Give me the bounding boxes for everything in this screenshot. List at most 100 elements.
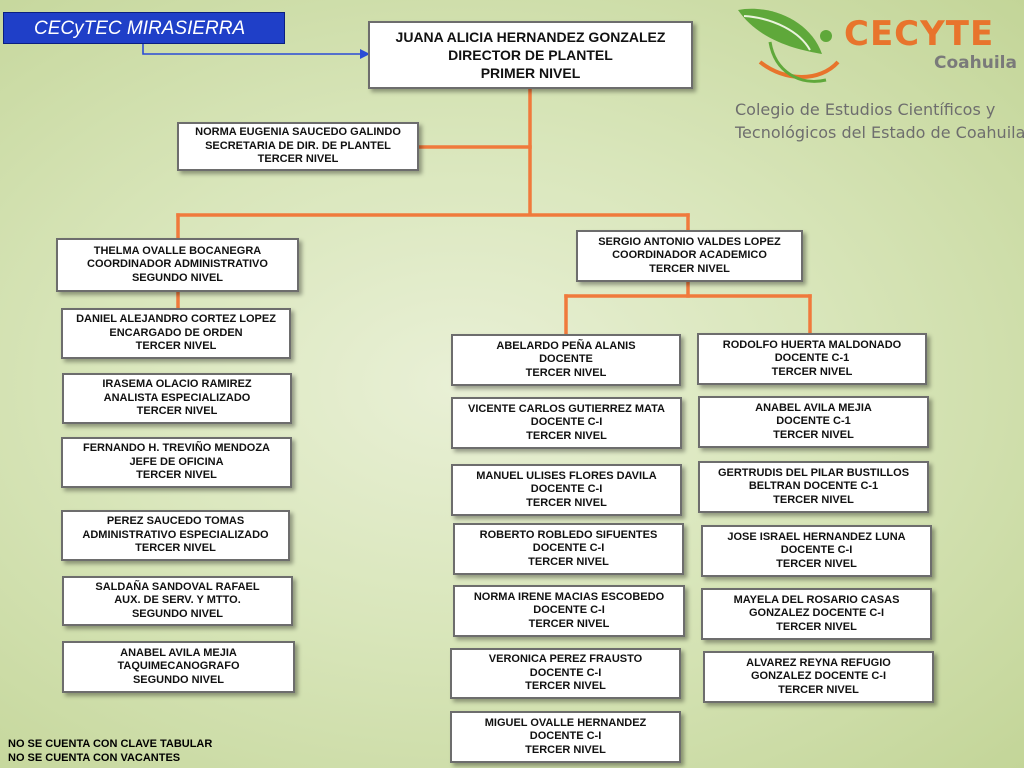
teacher-name: MANUEL ULISES FLORES DAVILA [476, 469, 657, 482]
teacher-box: MAYELA DEL ROSARIO CASAS GONZALEZ DOCENT… [701, 588, 932, 640]
footnote: NO SE CUENTA CON CLAVE TABULAR [8, 738, 213, 750]
teacher-role: GONZALEZ DOCENTE C-I [750, 670, 887, 683]
teacher-box: RODOLFO HUERTA MALDONADO DOCENTE C-1 TER… [697, 333, 927, 385]
footnote: NO SE CUENTA CON VACANTES [8, 752, 181, 764]
teacher-level: TERCER NIVEL [526, 429, 607, 442]
secretary-box: NORMA EUGENIA SAUCEDO GALINDO SECRETARIA… [177, 122, 419, 171]
staff-role: AUX. DE SERV. Y MTTO. [114, 594, 241, 607]
footnotes: NO SE CUENTA CON CLAVE TABULAR NO SE CUE… [8, 737, 212, 765]
teacher-role: DOCENTE C-1 [774, 352, 850, 365]
cecyte-logo: CECYTE Coahuila Colegio de Estudios Cien… [728, 0, 1024, 150]
teacher-name: RODOLFO HUERTA MALDONADO [722, 338, 902, 351]
teacher-level: TERCER NIVEL [773, 493, 854, 506]
director-level: PRIMER NIVEL [480, 65, 581, 81]
teacher-box: MIGUEL OVALLE HERNANDEZ DOCENTE C-I TERC… [450, 711, 681, 763]
teacher-name: VICENTE CARLOS GUTIERREZ MATA [468, 402, 665, 415]
teacher-role: DOCENTE [539, 353, 593, 366]
admin-coordinator-level: SEGUNDO NIVEL [131, 271, 224, 284]
secretary-name: NORMA EUGENIA SAUCEDO GALINDO [195, 126, 401, 139]
teacher-box: ALVAREZ REYNA REFUGIO GONZALEZ DOCENTE C… [703, 651, 934, 703]
academic-coordinator-level: TERCER NIVEL [649, 262, 730, 275]
teacher-name: MAYELA DEL ROSARIO CASAS [733, 593, 900, 606]
teacher-box: GERTRUDIS DEL PILAR BUSTILLOS BELTRAN DO… [698, 461, 929, 513]
admin-coordinator-name: THELMA OVALLE BOCANEGRA [93, 244, 262, 257]
staff-name: IRASEMA OLACIO RAMIREZ [102, 378, 252, 391]
teacher-box: ROBERTO ROBLEDO SIFUENTES DOCENTE C-I TE… [453, 523, 684, 575]
staff-level: TERCER NIVEL [135, 340, 217, 353]
teacher-name: ANABEL AVILA MEJIA [755, 401, 872, 414]
admin-staff-box: DANIEL ALEJANDRO CORTEZ LOPEZ ENCARGADO … [61, 308, 291, 359]
teacher-name: ROBERTO ROBLEDO SIFUENTES [479, 528, 658, 541]
admin-staff-box: PEREZ SAUCEDO TOMAS ADMINISTRATIVO ESPEC… [61, 510, 290, 561]
tag-arrow-head [360, 49, 370, 59]
teacher-role: BELTRAN DOCENTE C-1 [748, 480, 879, 493]
teacher-role: DOCENTE C-I [780, 544, 853, 557]
brand-state: Coahuila [934, 53, 1017, 73]
teacher-role: DOCENTE C-1 [776, 415, 851, 428]
admin-staff-box: ANABEL AVILA MEJIA TAQUIMECANOGRAFO SEGU… [62, 641, 295, 693]
staff-name: ANABEL AVILA MEJIA [120, 646, 237, 659]
teacher-level: TERCER NIVEL [776, 620, 857, 633]
teacher-name: NORMA IRENE MACIAS ESCOBEDO [473, 590, 665, 603]
teacher-level: TERCER NIVEL [525, 680, 606, 693]
staff-level: TERCER NIVEL [135, 542, 216, 555]
teacher-role: DOCENTE C-I [530, 416, 603, 429]
teacher-level: TERCER NIVEL [525, 743, 606, 756]
academic-coordinator-role: COORDINADOR ACADEMICO [612, 249, 767, 262]
staff-name: DANIEL ALEJANDRO CORTEZ LOPEZ [76, 313, 276, 326]
staff-role: TAQUIMECANOGRAFO [117, 660, 240, 673]
leaf-logo-icon [738, 8, 840, 83]
staff-role: ADMINISTRATIVO ESPECIALIZADO [82, 528, 269, 541]
brand-subtitle-1: Colegio de Estudios Científicos y [735, 100, 996, 119]
brand-subtitle-2: Tecnológicos del Estado de Coahuila [735, 123, 1024, 142]
teacher-level: TERCER NIVEL [528, 617, 610, 630]
academic-coordinator-name: SERGIO ANTONIO VALDES LOPEZ [598, 235, 781, 248]
teacher-name: JOSE ISRAEL HERNANDEZ LUNA [727, 530, 906, 543]
admin-staff-box: SALDAÑA SANDOVAL RAFAEL AUX. DE SERV. Y … [62, 576, 293, 626]
secretary-level: TERCER NIVEL [257, 153, 339, 166]
staff-role: ENCARGADO DE ORDEN [109, 326, 243, 339]
teacher-name: ALVAREZ REYNA REFUGIO [746, 656, 891, 669]
teacher-role: DOCENTE C-I [530, 483, 603, 496]
director-role: DIRECTOR DE PLANTEL [448, 47, 613, 63]
admin-staff-box: IRASEMA OLACIO RAMIREZ ANALISTA ESPECIAL… [62, 373, 292, 424]
teacher-role: GONZALEZ DOCENTE C-I [748, 607, 885, 620]
teacher-role: DOCENTE C-I [533, 604, 605, 617]
tag-arrow-line [142, 44, 360, 55]
staff-level: SEGUNDO NIVEL [131, 607, 224, 620]
staff-name: PEREZ SAUCEDO TOMAS [106, 515, 245, 528]
staff-level: TERCER NIVEL [136, 469, 217, 482]
teacher-level: TERCER NIVEL [526, 496, 607, 509]
staff-name: FERNANDO H. TREVIÑO MENDOZA [83, 442, 270, 455]
teacher-box: JOSE ISRAEL HERNANDEZ LUNA DOCENTE C-I T… [701, 525, 932, 577]
teacher-role: DOCENTE C-I [529, 666, 602, 679]
brand-name: CECYTE [844, 14, 995, 54]
teacher-level: TERCER NIVEL [528, 555, 609, 568]
admin-coordinator-box: THELMA OVALLE BOCANEGRA COORDINADOR ADMI… [56, 238, 299, 292]
teacher-level: TERCER NIVEL [771, 365, 853, 378]
teacher-box: ANABEL AVILA MEJIA DOCENTE C-1 TERCER NI… [698, 396, 929, 448]
admin-staff-box: FERNANDO H. TREVIÑO MENDOZA JEFE DE OFIC… [61, 437, 292, 488]
admin-coordinator-role: COORDINADOR ADMINISTRATIVO [87, 258, 268, 271]
director-name: JUANA ALICIA HERNANDEZ GONZALEZ [395, 29, 666, 45]
teacher-box: VICENTE CARLOS GUTIERREZ MATA DOCENTE C-… [451, 397, 682, 449]
staff-name: SALDAÑA SANDOVAL RAFAEL [95, 580, 260, 593]
school-name-tag: CECyTEC MIRASIERRA [3, 12, 285, 44]
teacher-box: VERONICA PEREZ FRAUSTO DOCENTE C-I TERCE… [450, 648, 681, 699]
secretary-role: SECRETARIA DE DIR. DE PLANTEL [205, 139, 391, 152]
staff-level: TERCER NIVEL [136, 405, 218, 418]
teacher-level: TERCER NIVEL [525, 366, 607, 379]
teacher-name: MIGUEL OVALLE HERNANDEZ [484, 716, 647, 729]
academic-coordinator-box: SERGIO ANTONIO VALDES LOPEZ COORDINADOR … [576, 230, 803, 282]
teacher-name: ABELARDO PEÑA ALANIS [496, 339, 636, 352]
teacher-role: DOCENTE C-I [529, 730, 602, 743]
teacher-role: DOCENTE C-I [532, 542, 605, 555]
teacher-box: ABELARDO PEÑA ALANIS DOCENTE TERCER NIVE… [451, 334, 681, 386]
director-box: JUANA ALICIA HERNANDEZ GONZALEZ DIRECTOR… [368, 21, 693, 89]
teacher-box: MANUEL ULISES FLORES DAVILA DOCENTE C-I … [451, 464, 682, 516]
teacher-level: TERCER NIVEL [778, 683, 859, 696]
teacher-level: TERCER NIVEL [773, 428, 854, 441]
teacher-level: TERCER NIVEL [776, 557, 857, 570]
staff-level: SEGUNDO NIVEL [132, 673, 225, 686]
